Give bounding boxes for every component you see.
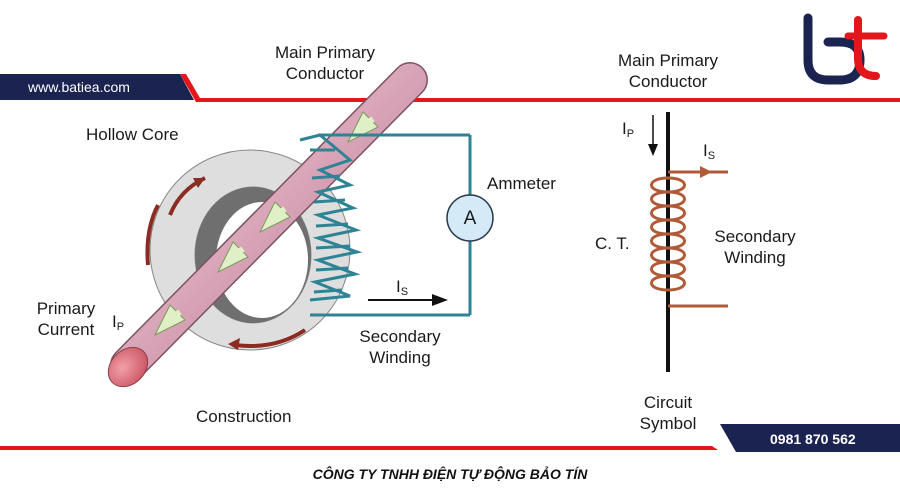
header-band [0,74,900,102]
secondary-winding-label: Secondary Winding [359,327,441,367]
is-arrow-construction [368,294,448,306]
main-conductor-label: Main Primary Conductor [274,43,376,83]
is-label-construction: IS [396,277,409,298]
website-label: www.batiea.com [28,79,130,95]
is-arrow-symbol [700,166,712,178]
ct-label: C. T. [595,234,630,253]
footer-band [0,424,900,452]
construction-caption: Construction [196,407,292,426]
phone-number: 0981 870 562 [770,431,856,447]
circuit-symbol-caption: Circuit Symbol [639,393,697,433]
ammeter-label: Ammeter [487,174,556,193]
is-label-symbol: IS [703,141,716,162]
primary-current-label: Primary Current [36,299,96,339]
symbol-secondary-coil [650,170,728,308]
secondary-winding-coil [299,133,472,317]
company-name: CÔNG TY TNHH ĐIỆN TỰ ĐỘNG BẢO TÍN [312,466,588,482]
brand-logo [803,13,888,85]
symbol-secondary-winding-label: Secondary Winding [714,227,796,267]
ip-label-construction: IP [112,312,125,333]
hollow-core-label: Hollow Core [86,125,179,144]
ip-label-symbol: IP [622,119,635,140]
ammeter [446,194,494,242]
main-primary-conductor [107,62,428,388]
ip-arrow-symbol [648,115,658,156]
ammeter-symbol: A [463,208,477,229]
symbol-main-conductor-label: Main Primary Conductor [617,51,719,91]
